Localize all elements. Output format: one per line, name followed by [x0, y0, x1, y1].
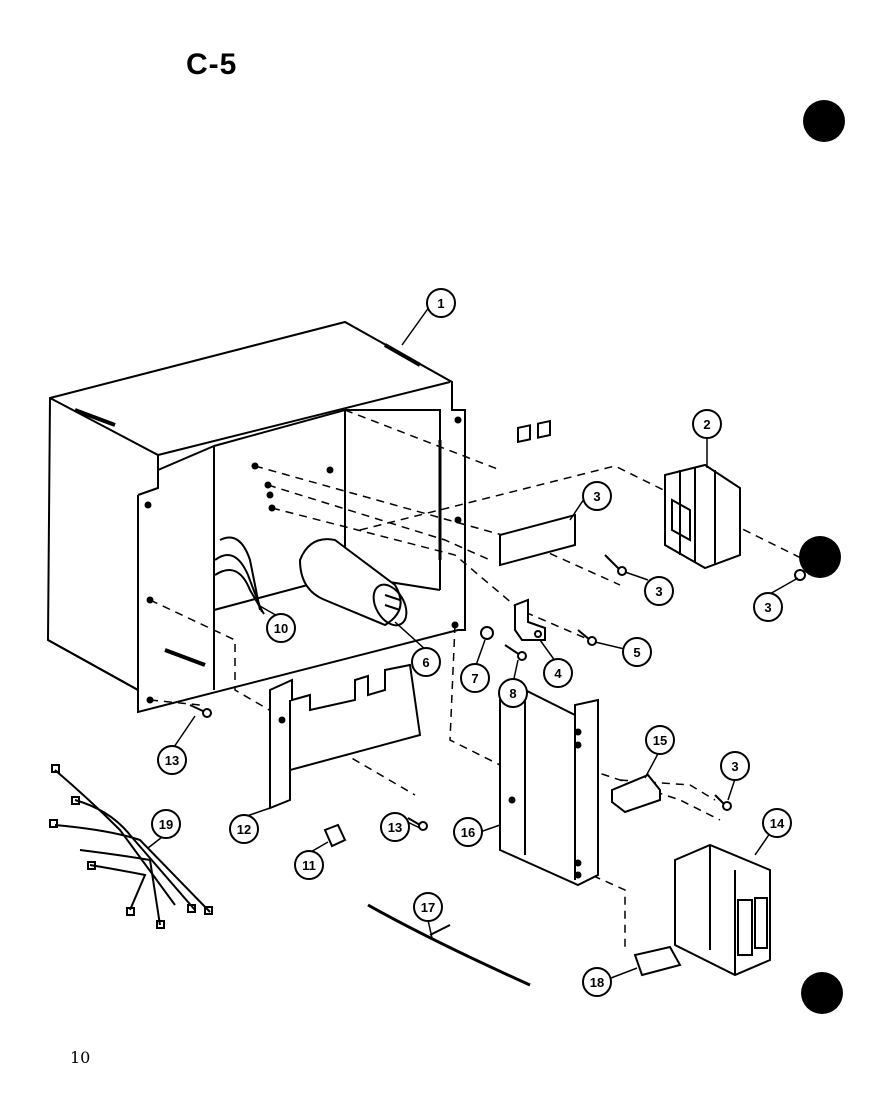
svg-text:15: 15 [653, 733, 667, 748]
wire-harness [49, 764, 213, 929]
callout-13a: 13 [157, 745, 187, 775]
assembly-lines [149, 409, 806, 950]
svg-text:6: 6 [422, 655, 429, 670]
callout-18: 18 [582, 967, 612, 997]
callout-16: 16 [453, 817, 483, 847]
callout-7: 7 [460, 663, 490, 693]
callout-12: 12 [229, 814, 259, 844]
page-title: C-5 [186, 48, 238, 81]
mounting-panel [499, 688, 599, 887]
binder-hole-top [803, 100, 845, 142]
binder-hole-middle [799, 536, 841, 578]
callout-4: 4 [543, 658, 573, 688]
svg-text:12: 12 [237, 822, 251, 837]
callout-17: 17 [413, 892, 443, 922]
svg-text:4: 4 [554, 666, 562, 681]
svg-text:18: 18 [590, 975, 604, 990]
contactor [664, 463, 741, 570]
callout-5: 5 [622, 637, 652, 667]
svg-text:3: 3 [731, 759, 738, 774]
callout-2: 2 [692, 409, 722, 439]
svg-text:10: 10 [274, 621, 288, 636]
callout-19: 19 [151, 809, 181, 839]
capacitor [298, 538, 408, 627]
svg-text:11: 11 [302, 858, 316, 873]
callout-11: 11 [294, 850, 324, 880]
internal-wires [214, 536, 265, 615]
svg-text:2: 2 [703, 417, 710, 432]
binder-hole-bottom [801, 972, 843, 1014]
callout-3d: 3 [720, 751, 750, 781]
callout-3: 3 [582, 481, 612, 511]
callout-8: 8 [498, 678, 528, 708]
callout-1: 1 [426, 288, 456, 318]
svg-text:19: 19 [159, 817, 173, 832]
callout-13b: 13 [380, 812, 410, 842]
cover-plate [269, 663, 422, 810]
svg-text:7: 7 [471, 671, 478, 686]
svg-text:1: 1 [437, 296, 444, 311]
svg-text:3: 3 [593, 489, 600, 504]
callout-3b: 3 [644, 576, 674, 606]
callout-3c: 3 [753, 592, 783, 622]
svg-text:5: 5 [633, 645, 640, 660]
circuit-breaker [674, 843, 771, 977]
page-number: 10 [70, 1048, 91, 1067]
svg-text:16: 16 [461, 825, 475, 840]
callout-15: 15 [645, 725, 675, 755]
callout-14: 14 [762, 808, 792, 838]
svg-text:13: 13 [165, 753, 179, 768]
callout-6: 6 [411, 647, 441, 677]
svg-text:8: 8 [509, 686, 516, 701]
svg-text:14: 14 [770, 816, 785, 831]
mounting-bracket [514, 598, 546, 641]
callout-10: 10 [266, 613, 296, 643]
svg-text:13: 13 [388, 820, 402, 835]
control-box-cabinet [46, 320, 466, 714]
terminal-board [499, 419, 576, 567]
svg-text:3: 3 [655, 584, 662, 599]
screw-3a [604, 554, 621, 571]
svg-text:3: 3 [764, 600, 771, 615]
svg-text:17: 17 [421, 900, 435, 915]
